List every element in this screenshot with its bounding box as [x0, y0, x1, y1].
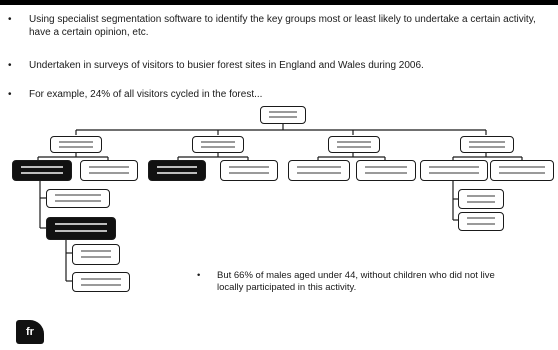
tree-node: [490, 160, 554, 181]
tree-node-selected: [46, 217, 116, 240]
tree-node: [460, 136, 514, 153]
tree-node: [46, 189, 110, 208]
tree-node: [50, 136, 102, 153]
segmentation-tree: [37, 124, 523, 282]
title-bar: [0, 0, 558, 5]
tree-node: [72, 272, 130, 292]
tree-node: [356, 160, 416, 181]
bullet-dot: •: [197, 270, 201, 281]
tree-node: [328, 136, 380, 153]
bullet-dot: •: [8, 14, 12, 25]
tree-node-selected: [12, 160, 72, 181]
tree-node-selected: [148, 160, 206, 181]
bullet-text: Using specialist segmentation software t…: [29, 14, 536, 38]
callout-text: But 66% of males aged under 44, without …: [217, 270, 495, 293]
tree-node: [458, 189, 504, 209]
bullet-dot: •: [8, 89, 12, 100]
tree-node: [192, 136, 244, 153]
bullet-dot: •: [8, 60, 12, 71]
tree-node: [80, 160, 138, 181]
tree-node: [288, 160, 350, 181]
bullet-text: Undertaken in surveys of visitors to bus…: [29, 60, 424, 71]
tree-node: [72, 244, 120, 265]
logo: fr: [16, 320, 44, 344]
tree-node: [458, 212, 504, 231]
bullet-text: For example, 24% of all visitors cycled …: [29, 89, 263, 100]
tree-node-root: [260, 106, 306, 124]
tree-node: [420, 160, 488, 181]
tree-node: [220, 160, 278, 181]
